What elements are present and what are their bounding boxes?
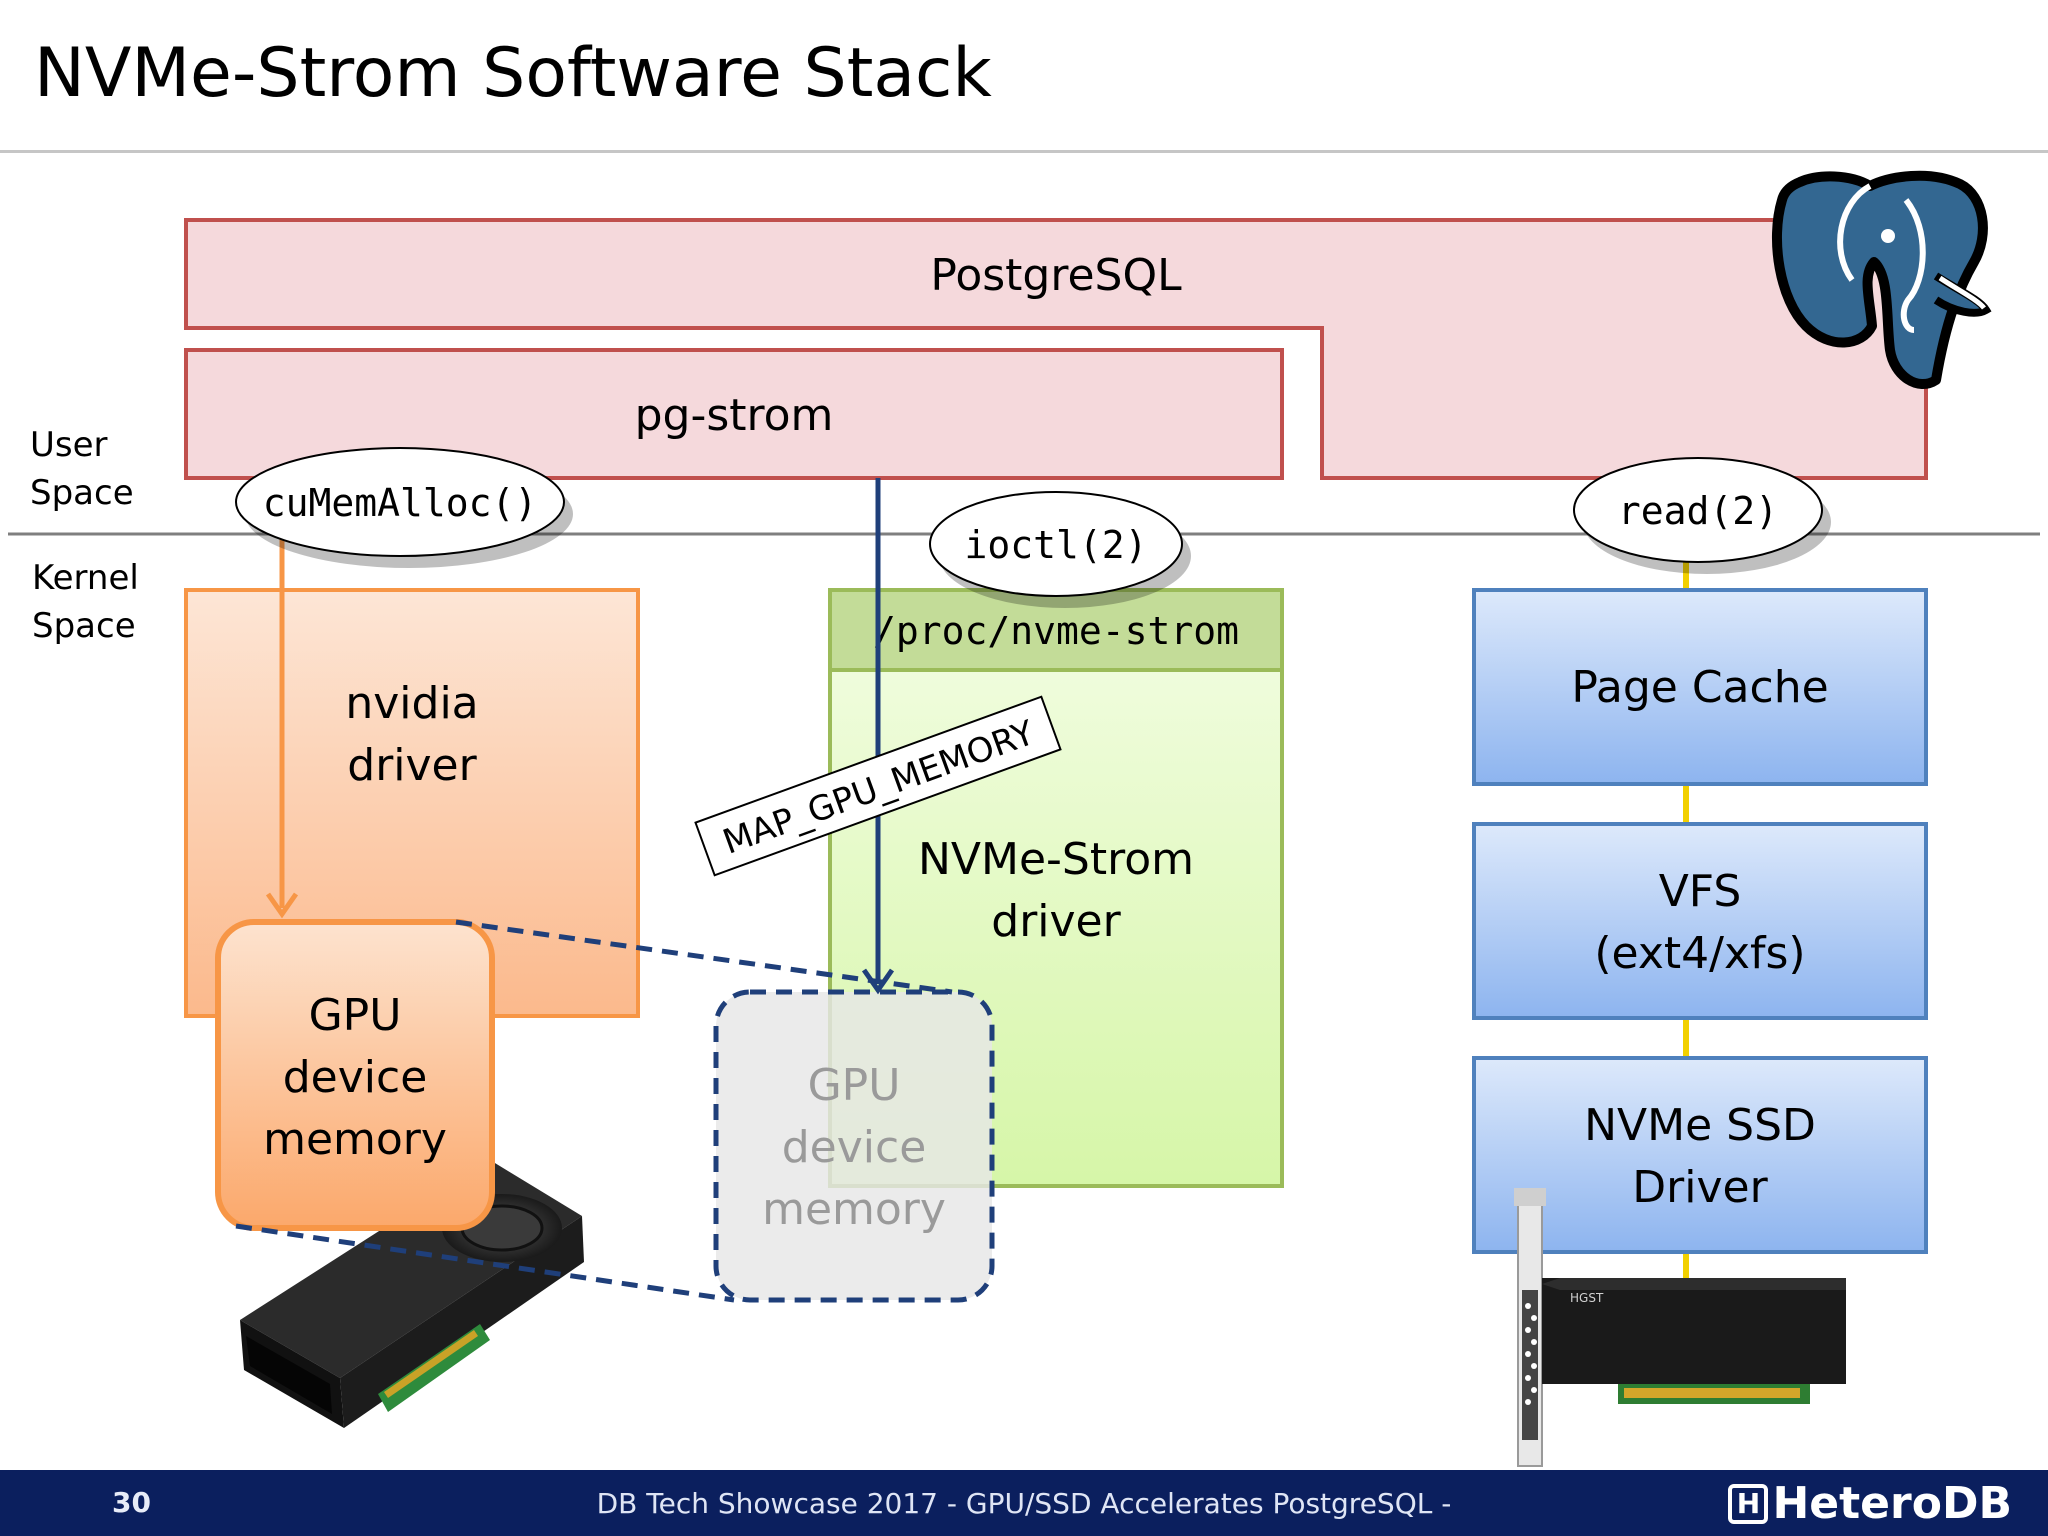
ioctl-label: ioctl(2) — [964, 523, 1147, 567]
mapped-gpu-memory-label-line3: memory — [762, 1184, 946, 1235]
pg-strom-label: pg-strom — [635, 390, 834, 441]
nvme-ssd-driver-label-line2: Driver — [1632, 1162, 1768, 1213]
memory-mapping-line-bottom — [235, 1223, 735, 1303]
user-space-label-line2: Space — [30, 473, 134, 513]
proc-nvme-strom-header — [828, 588, 1284, 672]
kernel-space-label-line1: Kernel — [32, 558, 139, 598]
nvidia-driver-label-line1: nvidia — [345, 678, 478, 729]
nvme-strom-driver-label-line1: NVMe-Strom — [918, 834, 1194, 885]
cumemalloc-label: cuMemAlloc() — [263, 481, 538, 525]
ioctl-arrow-head — [861, 968, 895, 995]
page-number: 30 — [112, 1486, 151, 1519]
nvidia-driver-label-line2: driver — [347, 740, 477, 791]
slide-title: NVMe-Strom Software Stack — [34, 34, 992, 113]
nvme-ssd-driver-label-line1: NVMe SSD — [1584, 1100, 1816, 1151]
title-divider — [0, 150, 2048, 153]
mapped-gpu-memory-label-line2: device — [782, 1122, 927, 1173]
nvme-ssd-card-icon: HGST — [1514, 1188, 1846, 1467]
vfs-block — [1472, 822, 1928, 1020]
heterodb-brand-name: HeteroDB — [1772, 1478, 2012, 1529]
read-callout: read(2) — [1573, 457, 1831, 574]
vfs-label-line2: (ext4/xfs) — [1594, 928, 1805, 979]
nvme-strom-driver-label-line2: driver — [991, 896, 1121, 947]
gpu-device-memory-label-line1: GPU — [309, 990, 402, 1041]
mapped-gpu-memory-block — [713, 989, 995, 1303]
gpu-device-memory-block — [215, 919, 495, 1231]
cumemalloc-arrow-head — [265, 892, 299, 919]
footer-bar — [0, 1470, 2048, 1536]
heterodb-logo: H HeteroDB — [1728, 1478, 2012, 1529]
ssd-vendor-label: HGST — [1570, 1291, 1604, 1305]
ioctl-callout: ioctl(2) — [929, 491, 1191, 608]
software-stack-diagram: User Space Kernel Space PostgreSQL pg-st… — [8, 170, 2040, 1467]
footer-text: DB Tech Showcase 2017 - GPU/SSD Accelera… — [596, 1487, 1452, 1520]
heterodb-mark-icon: H — [1728, 1483, 1769, 1524]
page-cache-label: Page Cache — [1571, 662, 1828, 713]
mapped-gpu-memory-label-line1: GPU — [808, 1060, 901, 1111]
user-space-label-line1: User — [30, 425, 108, 465]
postgresql-label: PostgreSQL — [930, 250, 1182, 301]
kernel-space-label-line2: Space — [32, 606, 136, 646]
vfs-label-line1: VFS — [1659, 866, 1742, 917]
read-label: read(2) — [1618, 489, 1778, 533]
gpu-device-memory-label-line3: memory — [263, 1114, 447, 1165]
postgresql-elephant-icon — [1772, 170, 1992, 390]
nvme-ssd-driver-block — [1472, 1056, 1928, 1254]
page-cache-block — [1472, 588, 1928, 786]
cumemalloc-callout: cuMemAlloc() — [235, 447, 573, 568]
gpu-device-memory-label-line2: device — [283, 1052, 428, 1103]
proc-nvme-strom-label: /proc/nvme-strom — [873, 609, 1239, 653]
